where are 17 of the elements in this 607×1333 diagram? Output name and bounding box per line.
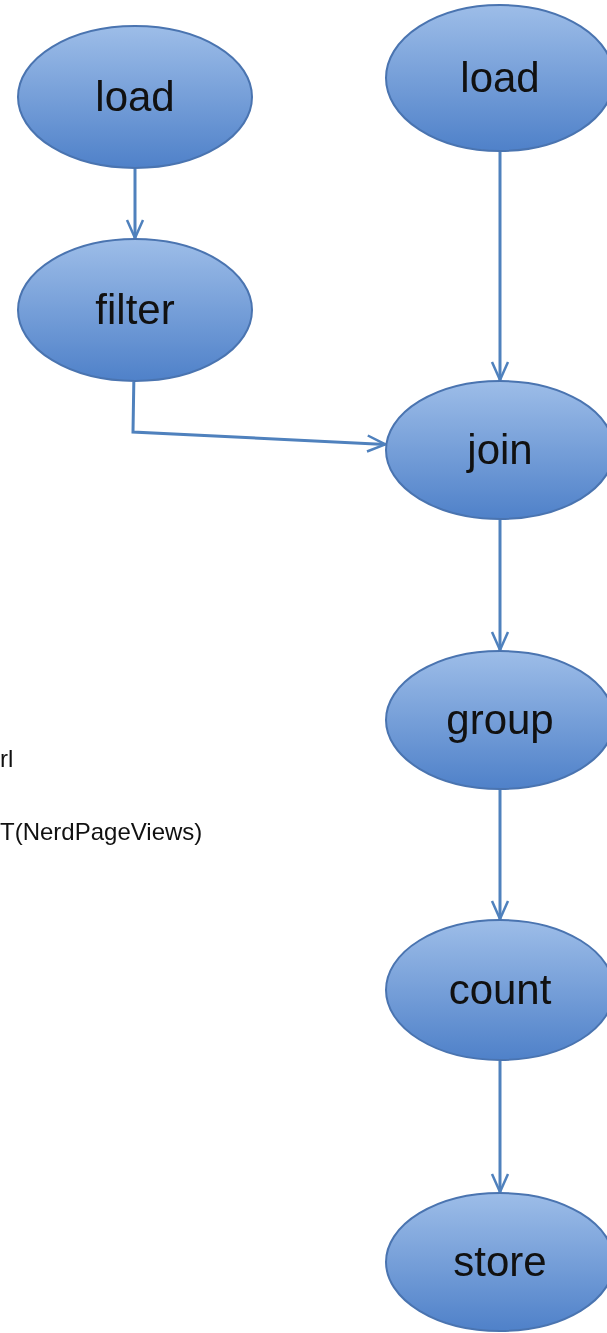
arrow	[490, 152, 510, 382]
node-label: join	[465, 426, 534, 474]
node-label: load	[94, 73, 176, 121]
node-label: filter	[94, 286, 176, 334]
arrow	[490, 1061, 510, 1194]
arrow	[490, 520, 510, 652]
node-label: load	[459, 54, 541, 102]
code-text: T(NerdPageViews)	[0, 818, 203, 846]
arrow	[131, 381, 387, 453]
process-ellipse	[17, 238, 253, 382]
node-label: group	[445, 696, 555, 744]
node-label: count	[447, 966, 553, 1014]
node-label: store	[452, 1238, 548, 1286]
code-text: rl	[0, 745, 14, 773]
arrow	[490, 790, 510, 921]
process-ellipse	[17, 25, 253, 169]
arrow	[125, 169, 145, 240]
